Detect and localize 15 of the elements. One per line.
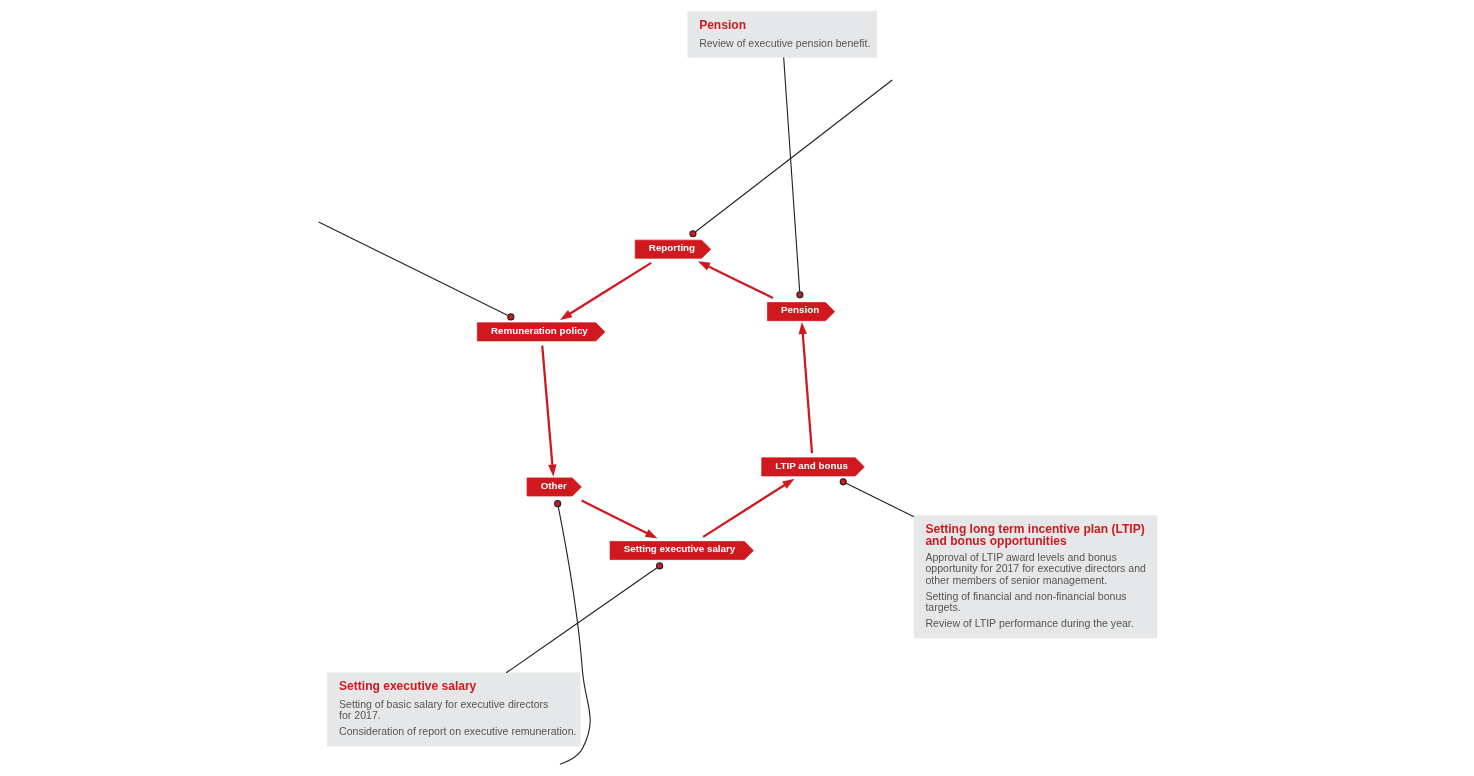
connector xyxy=(839,478,914,518)
arrow xyxy=(702,478,795,538)
connector xyxy=(694,79,893,233)
arrow xyxy=(580,499,657,539)
connector xyxy=(557,506,591,765)
connector xyxy=(317,221,508,317)
arrow xyxy=(798,321,813,454)
connector xyxy=(505,562,663,674)
node-box: Setting executive salary Setting of basic salary for executive directors for 2017. Consideration of report on executive remuneration. xyxy=(326,672,580,747)
arrow xyxy=(559,261,652,320)
arrow xyxy=(540,345,557,477)
node-box: Pension Review of executive pension benefit. xyxy=(686,10,877,58)
node-box: Setting long term incentive plan (LTIP) and bonus opportunities Approval of LTIP award levels and bonus opportunity for 2017 for executive directors and other members of senior management. Setting of financial and non-financial bonus targets. Review of LTIP performance during the year. xyxy=(913,515,1157,639)
connector xyxy=(782,56,803,299)
arrow xyxy=(697,261,773,299)
